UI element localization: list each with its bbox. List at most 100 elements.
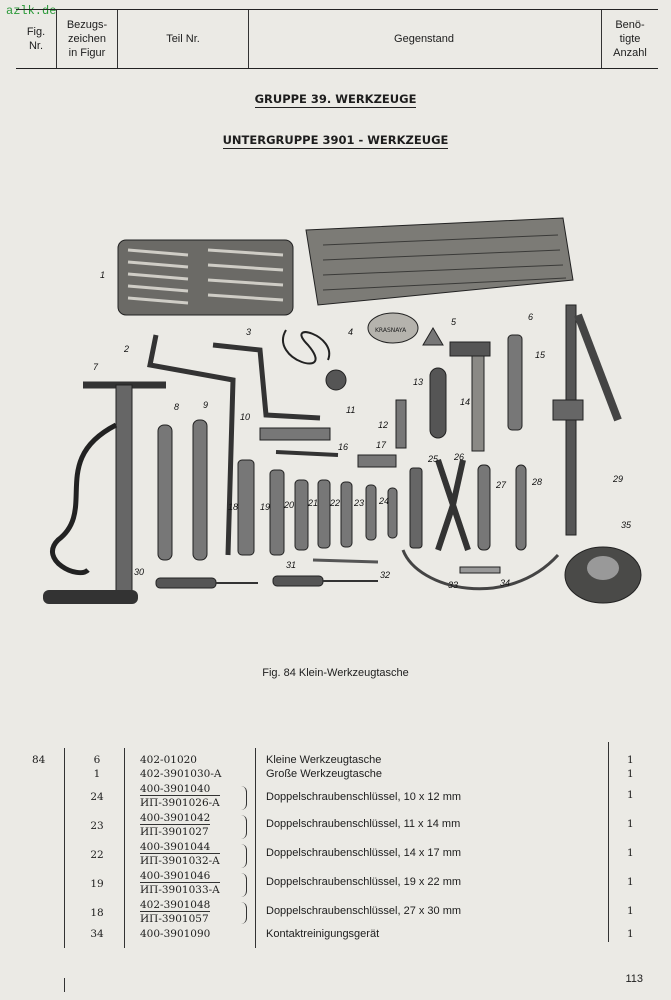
svg-text:5: 5 [451, 317, 457, 327]
svg-text:14: 14 [460, 397, 470, 407]
crank-handle [147, 334, 236, 556]
svg-text:24: 24 [378, 496, 389, 506]
svg-text:32: 32 [380, 570, 390, 580]
tin-can: KRASNAYA [367, 312, 419, 344]
column-divider [124, 748, 125, 948]
svg-text:23: 23 [353, 498, 364, 508]
group-title: GRUPPE 39. WERKZEUGE [254, 92, 417, 108]
pliers [435, 459, 471, 551]
description: Doppelschraubenschlüssel, 19 x 22 mm [266, 876, 462, 888]
wheel-wrench [212, 342, 321, 421]
quantity: 1 [627, 768, 634, 780]
wire-33 [401, 549, 560, 591]
description: Doppelschraubenschlüssel, 11 x 14 mm [266, 818, 461, 830]
svg-text:20: 20 [283, 500, 294, 510]
table-header: Fig. Nr. Bezugs- zeichen in Figur Teil N… [16, 9, 658, 69]
brace [240, 786, 247, 810]
svg-text:11: 11 [346, 405, 355, 415]
quantity: 1 [627, 905, 634, 917]
svg-text:27: 27 [495, 480, 507, 490]
screwdriver-12 [395, 399, 407, 449]
brace [240, 902, 247, 924]
tyre-lever-8 [157, 424, 173, 561]
tool-bag-small [305, 217, 574, 306]
header-gegenstand: Gegenstand [394, 33, 454, 45]
svg-text:34: 34 [500, 578, 510, 588]
header-bezugszeichen: Bezugs- zeichen in Figur [66, 19, 108, 59]
svg-text:8: 8 [174, 402, 179, 412]
header-fig-nr: Fig. Nr. [26, 26, 46, 52]
brace [240, 815, 247, 839]
description: Große Werkzeugtasche [266, 768, 382, 780]
column-divider [608, 742, 609, 942]
svg-text:12: 12 [378, 420, 388, 430]
svg-text:29: 29 [612, 474, 623, 484]
header-teil-nr: Teil Nr. [166, 33, 200, 45]
ref-number: 18 [90, 907, 104, 919]
part-number: 400-3901090 [140, 928, 211, 940]
description: Doppelschraubenschlüssel, 27 x 30 mm [266, 905, 462, 917]
tool-kit-illustration: KRASNAYA [43, 217, 642, 604]
tool-roll-large [117, 239, 294, 316]
quantity: 1 [627, 818, 634, 830]
adjustable-spanner [409, 467, 423, 549]
screwdriver-31 [272, 575, 324, 587]
brace [240, 873, 247, 897]
svg-text:26: 26 [453, 452, 464, 462]
description: Doppelschraubenschlüssel, 10 x 12 mm [266, 791, 462, 803]
tyre-lever-9 [192, 419, 208, 561]
hub-cap [564, 546, 642, 604]
svg-text:13: 13 [413, 377, 423, 387]
part-number: 402-01020 [140, 754, 197, 766]
brace [240, 844, 247, 868]
description: Kleine Werkzeugtasche [266, 754, 382, 766]
screwdriver-30 [155, 577, 217, 589]
ring-spanner-28 [515, 464, 527, 551]
box-spanner [259, 427, 331, 441]
figure-labels: 1 2 3 4 5 6 7 8 9 10 11 12 13 14 15 16 1… [93, 270, 632, 590]
svg-text:2: 2 [123, 344, 129, 354]
svg-text:19: 19 [260, 502, 270, 512]
spark-plug-spanner [357, 454, 397, 468]
svg-text:3: 3 [246, 327, 251, 337]
fig-number: 84 [32, 754, 46, 766]
hammer [449, 341, 491, 452]
svg-text:17: 17 [376, 440, 387, 450]
page-number: 113 [625, 973, 643, 985]
ref-number: 19 [90, 878, 104, 890]
inspection-lamp [282, 329, 347, 391]
svg-text:33: 33 [448, 580, 458, 590]
svg-text:18: 18 [228, 502, 238, 512]
svg-text:22: 22 [329, 498, 340, 508]
ref-number: 1 [93, 768, 101, 780]
ref-number: 6 [93, 754, 101, 766]
svg-text:31: 31 [286, 560, 296, 570]
quantity: 1 [627, 754, 634, 766]
figure-caption: Fig. 84 Klein-Werkzeugtasche [262, 667, 409, 679]
spanner-set [237, 459, 398, 556]
column-divider [64, 978, 65, 992]
svg-text:10: 10 [240, 412, 250, 422]
svg-text:9: 9 [203, 400, 208, 410]
quantity: 1 [627, 876, 634, 888]
tyre-pump [43, 381, 166, 604]
valve-tool [422, 327, 444, 346]
description: Doppelschraubenschlüssel, 14 x 17 mm [266, 847, 462, 859]
screwdriver-15 [507, 334, 523, 431]
svg-text:28: 28 [531, 477, 542, 487]
column-divider [255, 748, 256, 948]
watermark: azlk.de [6, 4, 57, 18]
column-divider [64, 748, 65, 948]
svg-text:4: 4 [348, 327, 353, 337]
svg-text:6: 6 [528, 312, 533, 322]
ref-number: 22 [90, 849, 104, 861]
jack [552, 304, 622, 536]
contact-cleaner [459, 566, 501, 574]
svg-text:7: 7 [93, 362, 99, 372]
ref-number: 34 [90, 928, 104, 940]
subgroup-title: UNTERGRUPPE 3901 - WERKZEUGE [222, 133, 449, 149]
